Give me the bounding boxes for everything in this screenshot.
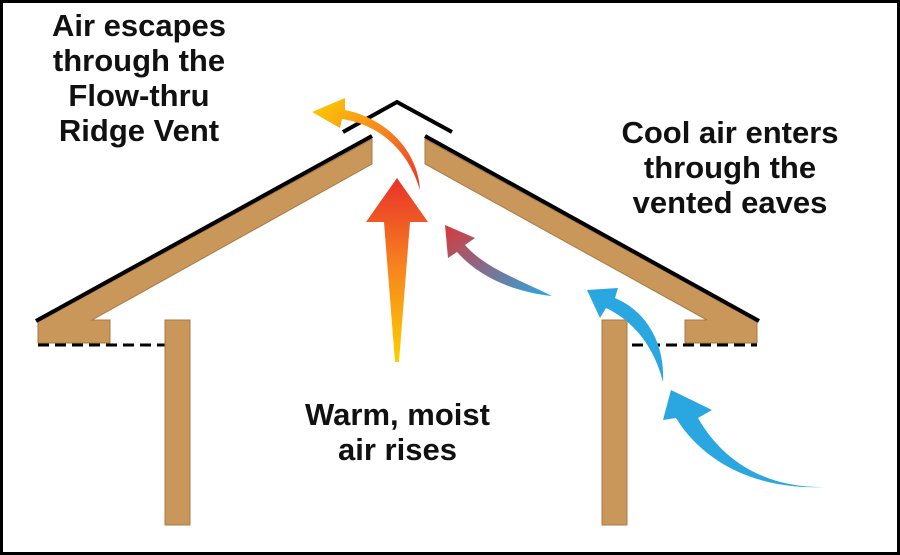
- cool-air-arrow-upper: [587, 288, 664, 382]
- exit-label: Air escapes through the Flow-thru Ridge …: [14, 8, 264, 148]
- exit-label-line: Flow-thru: [68, 78, 210, 113]
- rise-label: Warm, moist air rises: [265, 397, 530, 467]
- heating-air-arrow: [445, 225, 552, 296]
- intake-label-line: through the: [643, 150, 817, 185]
- exit-label-line: through the: [52, 43, 226, 78]
- left-rafter: [37, 138, 373, 344]
- intake-label: Cool air enters through the vented eaves: [590, 115, 870, 220]
- right-roof-line: [424, 134, 760, 323]
- left-roof-line: [35, 134, 373, 323]
- cool-air-arrow-lower: [663, 390, 825, 488]
- right-wall: [601, 319, 628, 526]
- exit-label-line: Air escapes: [51, 8, 227, 43]
- rise-label-line: air rises: [338, 432, 457, 467]
- right-rafter: [424, 138, 758, 344]
- exit-label-line: Ridge Vent: [58, 113, 220, 148]
- left-wall: [164, 319, 191, 526]
- intake-label-line: Cool air enters: [621, 115, 839, 150]
- exiting-air-arrow: [312, 98, 420, 190]
- intake-label-line: vented eaves: [632, 185, 828, 220]
- warm-air-arrow: [366, 178, 428, 362]
- rise-label-line: Warm, moist: [305, 397, 490, 432]
